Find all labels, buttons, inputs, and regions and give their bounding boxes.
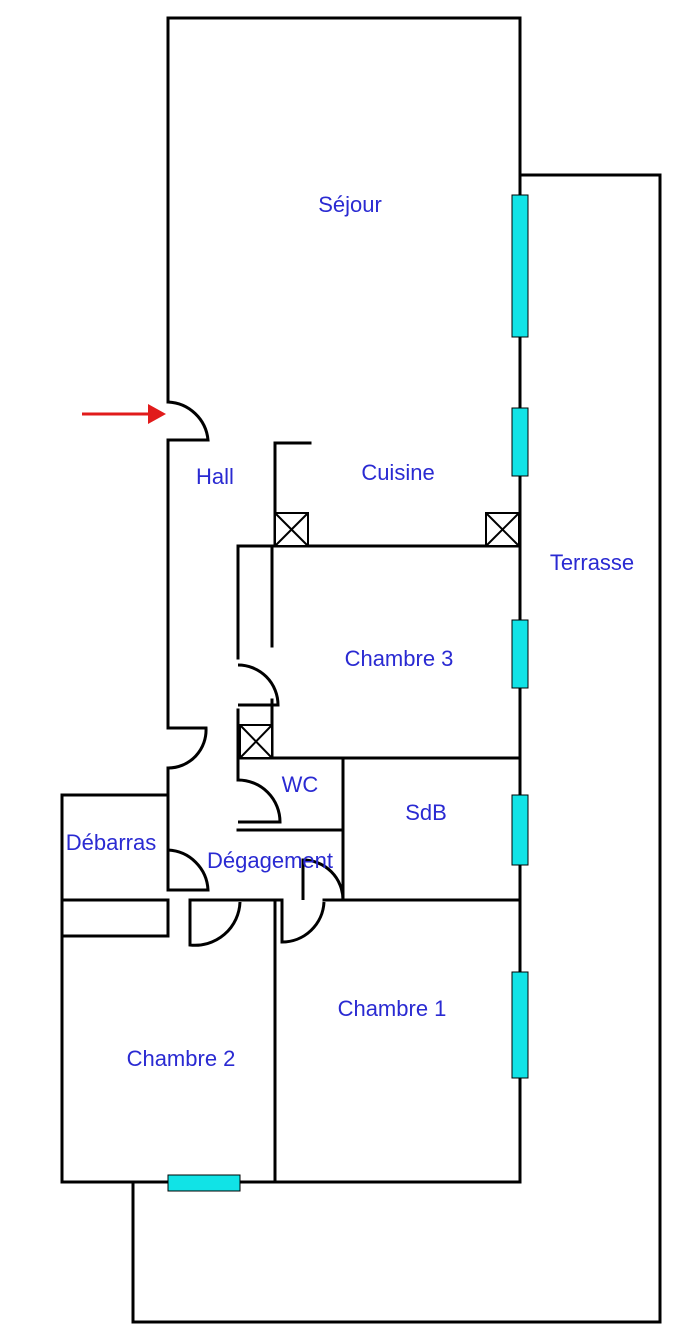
room-label-cuisine: Cuisine xyxy=(361,460,434,485)
window-sejour-1 xyxy=(511,194,529,338)
door-chambre1 xyxy=(280,900,326,944)
room-label-terrasse: Terrasse xyxy=(550,550,634,575)
wall-debarras xyxy=(60,793,170,1184)
wall-kitchen-partition xyxy=(273,441,312,548)
window-sdb xyxy=(511,794,529,866)
door-entrance xyxy=(167,400,210,442)
room-label-chambre3: Chambre 3 xyxy=(345,646,454,671)
ventilation-duct-icon xyxy=(485,512,520,547)
room-label-wc: WC xyxy=(282,772,319,797)
room-labels: Séjour Hall Cuisine Terrasse Chambre 3 W… xyxy=(66,192,634,1071)
ventilation-duct-icon xyxy=(239,724,273,759)
room-label-hall: Hall xyxy=(196,464,234,489)
door-chambre2 xyxy=(188,900,242,947)
door-chambre3 xyxy=(237,663,280,707)
room-label-debarras: Débarras xyxy=(66,830,156,855)
window-chambre1 xyxy=(511,971,529,1079)
wall-terrace xyxy=(131,173,662,1324)
room-label-sdb: SdB xyxy=(405,800,447,825)
room-label-chambre2: Chambre 2 xyxy=(127,1046,236,1071)
window-sejour-2 xyxy=(511,407,529,477)
doors xyxy=(167,400,345,947)
room-label-degagement: Dégagement xyxy=(207,848,333,873)
door-sdb xyxy=(301,858,345,901)
window-chambre3 xyxy=(511,619,529,689)
ventilation-ducts xyxy=(239,512,520,759)
red-arrow-icon xyxy=(82,404,166,424)
door-hall xyxy=(167,726,208,770)
ventilation-duct-icon xyxy=(274,512,309,547)
room-label-chambre1: Chambre 1 xyxy=(338,996,447,1021)
room-label-sejour: Séjour xyxy=(318,192,382,217)
door-debarras xyxy=(167,848,210,892)
door-wc xyxy=(237,778,282,824)
wall-sejour-top-left xyxy=(166,16,522,1182)
window-chambre2 xyxy=(167,1174,241,1192)
windows xyxy=(167,194,529,1192)
